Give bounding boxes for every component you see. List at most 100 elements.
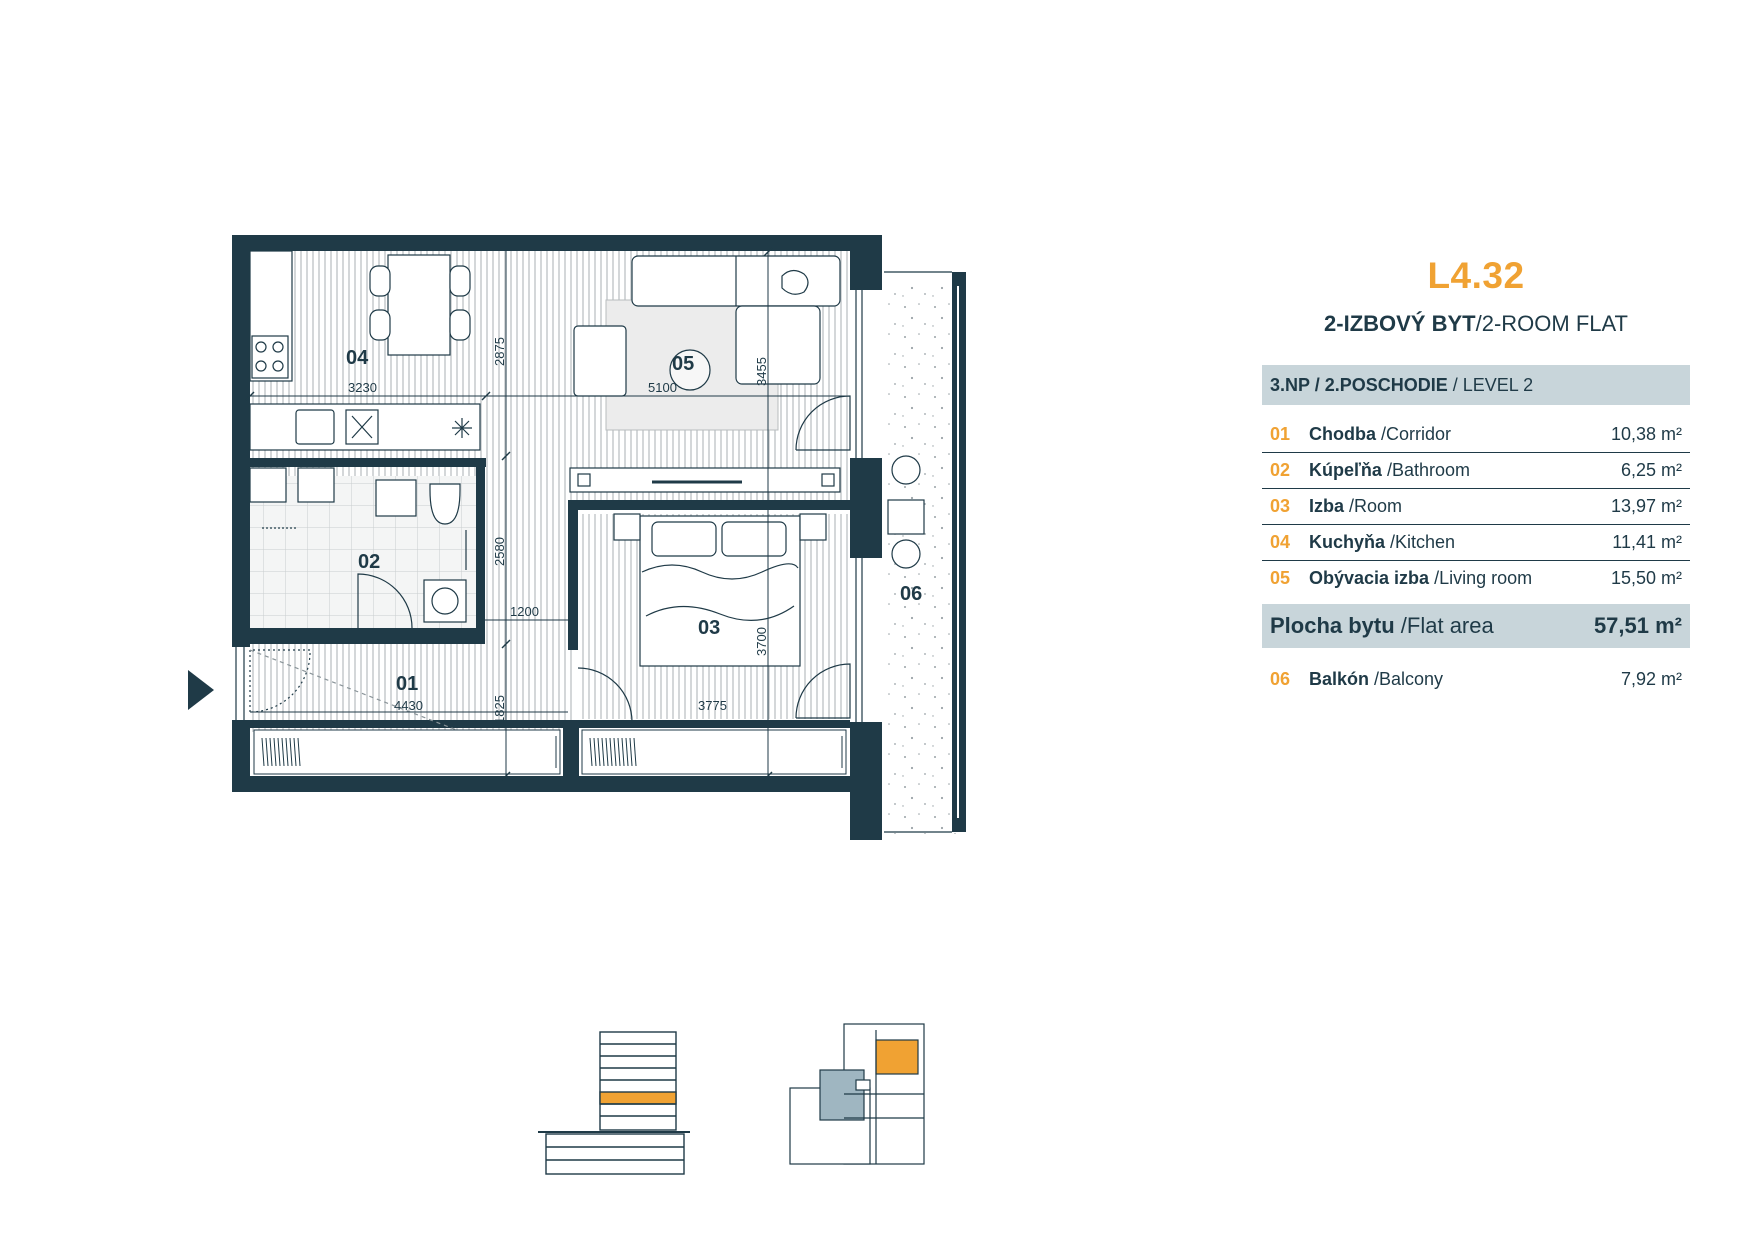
level-en: / LEVEL 2 — [1447, 375, 1534, 395]
wall-left-lower — [232, 720, 250, 792]
room-name-en: /Balcony — [1369, 669, 1444, 689]
balcony-furniture — [887, 455, 925, 569]
room-number: 02 — [1270, 460, 1291, 480]
bathroom-fixtures — [249, 467, 467, 623]
wall-bed-top — [568, 500, 850, 510]
room-name-en: /Corridor — [1376, 424, 1452, 444]
room-name: Kúpeľňa — [1309, 460, 1382, 480]
dim-1200: 1200 — [510, 604, 539, 619]
wall-right-mid — [850, 458, 882, 558]
dim-3230: 3230 — [348, 380, 377, 395]
walls — [232, 235, 966, 840]
room-row: 03 Izba /Room 13,97 m² — [1262, 489, 1690, 525]
room-name: Balkón — [1309, 669, 1370, 689]
room-area: 6,25 m² — [1620, 460, 1682, 480]
room-label-04: 04 — [346, 347, 369, 369]
room-row: 01 Chodba /Corridor 10,38 m² — [1262, 417, 1690, 453]
unit-code: L4.32 — [1427, 255, 1525, 296]
room-label-01: 01 — [396, 673, 418, 695]
room-number: 01 — [1270, 424, 1291, 444]
room-area: 15,50 m² — [1610, 568, 1682, 588]
room-area: 11,41 m² — [1612, 532, 1682, 552]
dining-set — [369, 254, 471, 356]
flat-type-en: /2-ROOM FLAT — [1475, 311, 1628, 336]
wall-bottom — [232, 776, 852, 792]
balcony-lines — [884, 271, 959, 833]
room-number: 06 — [1270, 669, 1291, 689]
room-number: 03 — [1270, 496, 1291, 516]
toilet-icon — [429, 483, 461, 525]
room-name-en: /Kitchen — [1385, 532, 1456, 552]
total-label: Plocha bytu — [1270, 613, 1395, 638]
dim-4430: 4430 — [394, 698, 423, 713]
room-area: 13,97 m² — [1610, 496, 1682, 516]
wall-bath-right — [476, 458, 485, 644]
wall-top — [232, 235, 882, 251]
wardrobes — [253, 729, 847, 775]
cooktop-icon — [251, 335, 289, 379]
total-label-en: /Flat area — [1394, 613, 1494, 638]
dim-5100: 5100 — [648, 380, 677, 395]
wall-bath-bottom — [250, 628, 485, 644]
dimension-lines — [250, 251, 850, 776]
room-number: 04 — [1270, 532, 1291, 552]
total-area: 57,51 m² — [1593, 613, 1682, 638]
room-name: Izba — [1309, 496, 1345, 516]
room-name-en: /Living room — [1429, 568, 1533, 588]
level-sk: 3.NP / 2.POSCHODIE — [1270, 375, 1448, 395]
wall-left-upper — [232, 235, 250, 647]
windows — [235, 290, 863, 722]
flat-type: 2-IZBOVÝ BYT/2-ROOM FLAT — [1262, 311, 1690, 337]
room-row: 02 Kúpeľňa /Bathroom 6,25 m² — [1262, 453, 1690, 489]
dimension-ticks — [245, 247, 773, 781]
wall-closet-sep — [250, 720, 850, 728]
balcony-row: 06 Balkón /Balcony 7,92 m² — [1262, 662, 1690, 697]
wall-bath-top — [250, 458, 486, 467]
site-plan-locator — [789, 1023, 925, 1165]
wall-closet-mid — [563, 720, 579, 780]
wall-right-top — [850, 235, 882, 290]
kitchen-counter — [249, 250, 481, 451]
washer-icon — [423, 579, 467, 623]
room-label-06: 06 — [900, 583, 922, 605]
bed — [613, 513, 827, 667]
dim-3775: 3775 — [698, 698, 727, 713]
room-label-02: 02 — [358, 551, 380, 573]
dimension-labels: 3230 5100 2875 3455 2580 1200 3700 4430 … — [348, 337, 769, 724]
room-row: 04 Kuchyňa /Kitchen 11,41 m² — [1262, 525, 1690, 561]
room-label-03: 03 — [698, 617, 720, 639]
building-section-locator — [538, 1031, 690, 1175]
room-row: 05 Obývacia izba /Living room 15,50 m² — [1262, 561, 1690, 596]
room-name: Kuchyňa — [1309, 532, 1386, 552]
entrance-arrow-icon — [188, 670, 214, 710]
dim-1825: 1825 — [492, 695, 507, 724]
dim-2875: 2875 — [492, 337, 507, 366]
flat-info-panel: L4.32 2-IZBOVÝ BYT/2-ROOM FLAT 3.NP / 2.… — [1262, 255, 1690, 697]
sofa — [573, 255, 841, 397]
dim-3455: 3455 — [754, 357, 769, 386]
room-area: 10,38 m² — [1610, 424, 1682, 444]
flat-area-total: Plocha bytu /Flat area 57,51 m² — [1262, 604, 1690, 648]
current-unit-highlight — [875, 1039, 919, 1075]
room-name-en: /Bathroom — [1381, 460, 1470, 480]
current-floor-highlight — [599, 1091, 677, 1105]
wardrobe-hangers — [261, 736, 843, 768]
room-labels: 01 02 03 04 05 06 — [346, 347, 922, 695]
dim-2580: 2580 — [492, 537, 507, 566]
flat-type-sk: 2-IZBOVÝ BYT — [1324, 311, 1476, 336]
sideboard — [569, 467, 841, 493]
room-name: Obývacia izba — [1309, 568, 1430, 588]
room-name: Chodba — [1309, 424, 1376, 444]
doors — [249, 395, 851, 771]
room-label-05: 05 — [672, 353, 694, 375]
room-area: 7,92 m² — [1620, 669, 1682, 689]
plant-icon — [452, 418, 472, 438]
room-number: 05 — [1270, 568, 1291, 588]
wall-bed-left — [568, 500, 578, 650]
sink-icon — [295, 409, 335, 445]
level-band: 3.NP / 2.POSCHODIE / LEVEL 2 — [1262, 365, 1690, 405]
dim-3700: 3700 — [754, 627, 769, 656]
room-name-en: /Room — [1344, 496, 1403, 516]
wall-right-bottom — [850, 722, 882, 840]
